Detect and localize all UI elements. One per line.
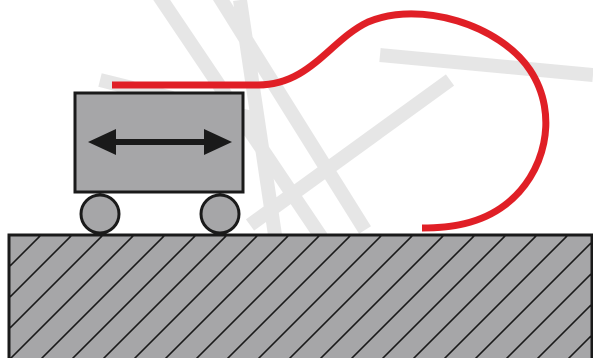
hatch-line <box>9 235 42 269</box>
hatch-line <box>505 271 592 358</box>
hatch-line <box>71 235 197 358</box>
hatch-line <box>412 235 538 358</box>
ground-hatching <box>9 235 592 358</box>
right-wheel <box>199 193 241 235</box>
hatch-line <box>381 235 507 358</box>
ground-outline <box>7 233 593 358</box>
hatch-line <box>288 235 414 358</box>
hatch-line <box>164 235 290 358</box>
hatch-line <box>350 235 476 358</box>
cable-loop <box>112 10 550 232</box>
hatch-line <box>195 235 321 358</box>
arrow-head-left <box>88 129 116 155</box>
left-wheel <box>79 193 121 235</box>
arrow-head-right <box>204 129 232 155</box>
watermark-stroke <box>379 48 593 82</box>
watermark-stroke <box>245 74 455 231</box>
ground-base <box>7 233 593 358</box>
cart-wheels <box>79 193 241 235</box>
double-arrow-icon <box>88 129 232 155</box>
hatch-line <box>567 333 592 358</box>
hatch-line <box>9 235 104 331</box>
hatch-line <box>40 235 166 358</box>
hatch-line <box>443 235 569 358</box>
hatch-line <box>474 240 592 358</box>
hatch-line <box>102 235 228 358</box>
hatch-line <box>536 302 592 358</box>
hatch-line <box>319 235 445 358</box>
hatch-line <box>226 235 352 358</box>
hatch-line <box>133 235 259 358</box>
hatch-line <box>257 235 383 358</box>
hatch-line <box>9 235 135 358</box>
